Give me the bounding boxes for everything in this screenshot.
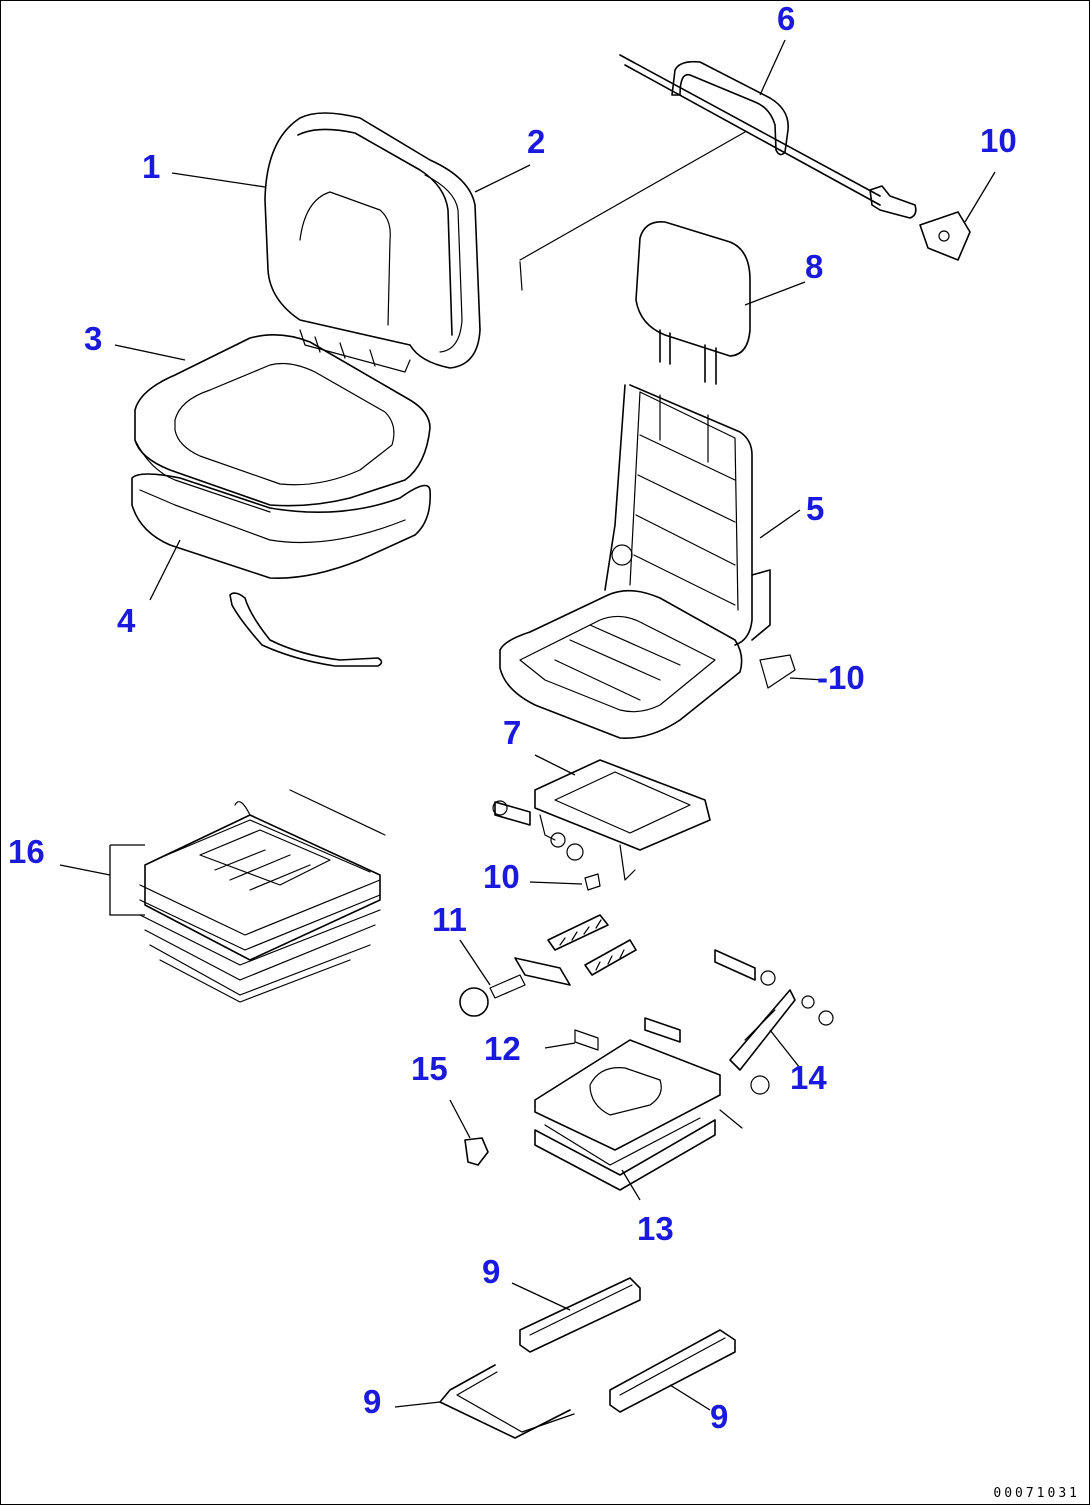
clip — [464, 1137, 489, 1166]
callout-13: 13 — [637, 1210, 674, 1247]
callout-1: 1 — [142, 148, 161, 185]
callout-6: 6 — [777, 0, 796, 37]
callout-9-rail-left: 9 — [482, 1253, 501, 1290]
adjust-rod — [519, 54, 971, 291]
seat-back-cushion — [264, 112, 481, 373]
leader-lines — [59, 39, 996, 1411]
callout-16: 16 — [8, 833, 45, 870]
suspension-springs — [459, 914, 637, 1017]
callout-8: 8 — [805, 248, 824, 285]
callout-12: 12 — [484, 1030, 521, 1067]
callout-3: 3 — [84, 320, 103, 357]
drawing-number: 00071031 — [993, 1486, 1080, 1501]
slide-rails — [439, 1277, 736, 1439]
callout-10-mid: 10 — [483, 858, 520, 895]
callout-9-rail-right: 9 — [710, 1398, 729, 1435]
callout-11: 11 — [432, 901, 467, 938]
callout-15: 15 — [411, 1050, 448, 1087]
seat-frame — [499, 384, 796, 739]
suspension-base — [534, 1017, 743, 1191]
callout-5: 5 — [806, 490, 825, 527]
seat-pan-cover — [131, 473, 432, 667]
headrest — [635, 221, 751, 385]
callout-10-top: 10 — [980, 122, 1017, 159]
suspension-bellows — [139, 789, 386, 1003]
callout-4: 4 — [117, 602, 136, 639]
slide-bracket — [492, 759, 711, 891]
callout-9-lever: 9 — [363, 1383, 382, 1420]
seat-cushion — [134, 334, 431, 513]
shock-absorber — [714, 949, 834, 1095]
callout-7: 7 — [503, 714, 522, 751]
callout-2: 2 — [527, 123, 546, 160]
callout-10-side: -10 — [817, 659, 865, 696]
callout-14: 14 — [790, 1059, 827, 1096]
